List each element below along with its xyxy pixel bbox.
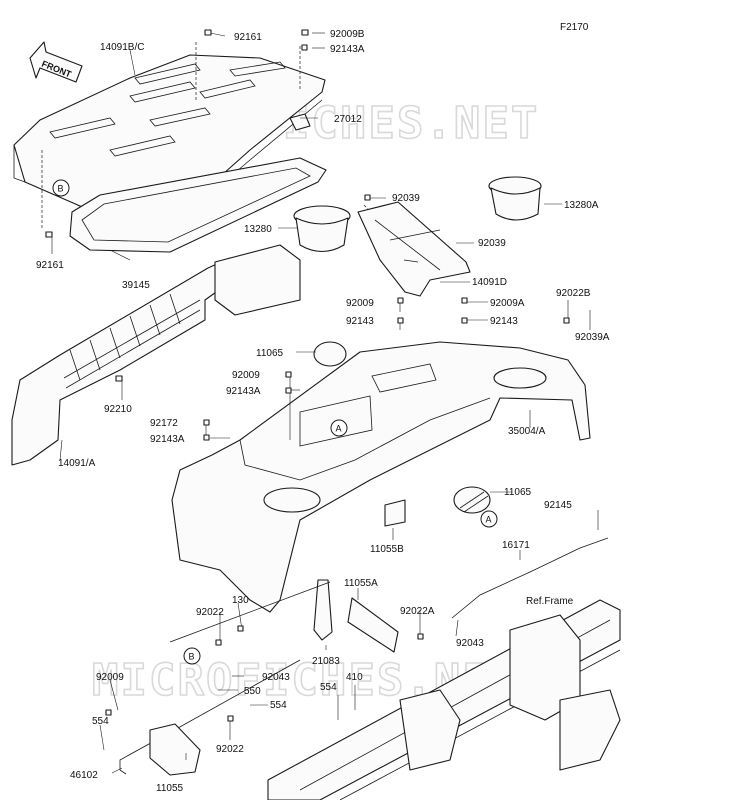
label-14091A: 14091/A xyxy=(58,458,96,469)
leader-lines xyxy=(51,32,599,774)
bracket-11055B xyxy=(384,499,406,527)
label-550: 550 xyxy=(244,686,261,697)
label-92161-left: 92161 xyxy=(36,260,64,271)
label-92009-b: 92009 xyxy=(232,370,260,381)
label-92161-top: 92161 xyxy=(234,32,262,43)
dash-panel xyxy=(171,341,591,613)
callout-B-upper: B xyxy=(52,179,70,197)
callout-A-upper: A xyxy=(330,419,348,437)
label-92145: 92145 xyxy=(544,500,572,511)
label-39145: 39145 xyxy=(122,280,150,291)
label-92022A: 92022A xyxy=(400,606,435,617)
label-130: 130 xyxy=(232,595,249,606)
label-92039-b: 92039 xyxy=(478,238,506,249)
label-92043: 92043 xyxy=(456,638,484,649)
label-35004A: 35004/A xyxy=(508,426,546,437)
label-46102: 46102 xyxy=(70,770,98,781)
label-92143-b: 92143 xyxy=(490,316,518,327)
bracket-11055A xyxy=(347,597,399,653)
svg-text:B: B xyxy=(189,652,195,662)
label-27012: 27012 xyxy=(334,114,362,125)
svg-text:A: A xyxy=(336,424,342,434)
label-92039A: 92039A xyxy=(575,332,610,343)
label-92143: 92143 xyxy=(346,316,374,327)
label-11055A: 11055A xyxy=(344,578,378,589)
label-14091BC: 14091B/C xyxy=(100,42,144,53)
rod-46102 xyxy=(119,659,301,775)
label-554-a: 554 xyxy=(270,700,287,711)
bracket-21083 xyxy=(313,579,333,641)
label-21083: 21083 xyxy=(312,656,340,667)
label-11065-a: 11065 xyxy=(256,348,284,359)
label-92210: 92210 xyxy=(104,404,132,415)
label-554-b: 554 xyxy=(320,682,337,693)
roof-seal xyxy=(69,157,327,253)
label-92022B: 92022B xyxy=(556,288,591,299)
label-92143A-top: 92143A xyxy=(330,44,365,55)
label-92022-b: 92022 xyxy=(216,744,244,755)
panel-14091D xyxy=(357,201,471,297)
frame-assembly xyxy=(267,599,621,800)
label-410: 410 xyxy=(346,672,363,683)
svg-text:A: A xyxy=(486,515,492,525)
label-92022: 92022 xyxy=(196,607,224,618)
label-13280A: 13280A xyxy=(564,200,599,211)
label-92009: 92009 xyxy=(346,298,374,309)
callout-A-lower: A xyxy=(480,510,498,528)
cup-holder-13280A xyxy=(488,176,542,221)
label-16171: 16171 xyxy=(502,540,530,551)
label-92009A: 92009A xyxy=(490,298,525,309)
cable-16171 xyxy=(451,537,609,619)
label-ref-frame: Ref.Frame xyxy=(526,596,574,607)
grommet-11065-left xyxy=(313,341,347,367)
label-554-c: 554 xyxy=(92,716,109,727)
diagram-code: F2170 xyxy=(560,22,589,33)
callout-B-lower: B xyxy=(183,647,201,665)
label-92143A-c: 92143A xyxy=(150,434,185,445)
bracket-11055 xyxy=(149,723,201,776)
front-arrow-icon: FRONT xyxy=(29,41,83,83)
label-13280: 13280 xyxy=(244,224,272,235)
grille-bracket xyxy=(214,244,301,316)
label-92039-a: 92039 xyxy=(392,193,420,204)
fastener-marks xyxy=(45,29,570,722)
label-14091D: 14091D xyxy=(472,277,507,288)
label-92009-c: 92009 xyxy=(96,672,124,683)
label-92043-b: 92043 xyxy=(262,672,290,683)
label-92009B: 92009B xyxy=(330,29,365,40)
grille-panel xyxy=(11,257,241,466)
label-11065-b: 11065 xyxy=(504,487,532,498)
label-11055: 11055 xyxy=(156,783,184,794)
label-92143A-b: 92143A xyxy=(226,386,261,397)
svg-text:B: B xyxy=(58,184,64,194)
label-11055B: 11055B xyxy=(370,544,404,555)
label-92172: 92172 xyxy=(150,418,178,429)
cup-holder-13280 xyxy=(293,205,351,253)
